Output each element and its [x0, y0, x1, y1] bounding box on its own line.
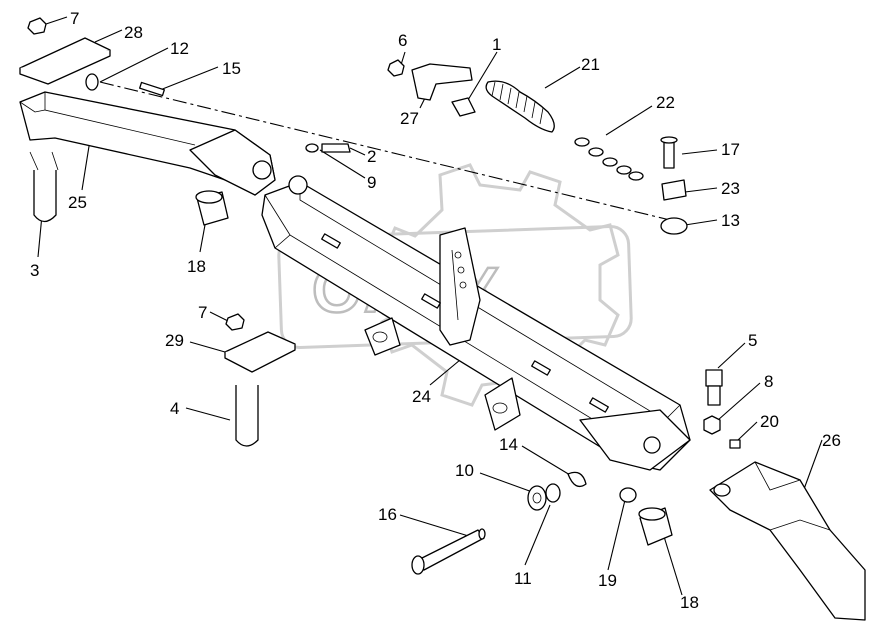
callout-3: 3 — [30, 261, 39, 280]
left-arm — [19, 91, 308, 196]
callout-18-left: 18 — [187, 257, 206, 276]
callout-28: 28 — [124, 23, 143, 42]
callout-8: 8 — [764, 372, 773, 391]
callout-11: 11 — [514, 569, 532, 588]
callout-18-right: 18 — [680, 593, 699, 612]
callout-4: 4 — [170, 399, 179, 418]
callout-14: 14 — [499, 435, 518, 454]
callout-25: 25 — [68, 193, 87, 212]
callout-16: 16 — [378, 505, 397, 524]
callout-5: 5 — [748, 331, 757, 350]
callout-19: 19 — [598, 571, 617, 590]
callout-21: 21 — [581, 55, 600, 74]
callout-labels: 7 28 12 15 6 1 21 27 22 2 9 17 23 13 25 … — [30, 9, 841, 612]
callout-26: 26 — [822, 431, 841, 450]
callout-23: 23 — [721, 179, 740, 198]
callout-2: 2 — [367, 147, 376, 166]
callout-12: 12 — [170, 39, 189, 58]
callout-13: 13 — [721, 211, 740, 230]
callout-15: 15 — [222, 59, 241, 78]
callout-22: 22 — [656, 93, 675, 112]
callout-6: 6 — [398, 31, 407, 50]
callout-9: 9 — [367, 173, 376, 192]
callout-27: 27 — [400, 109, 419, 128]
callout-29: 29 — [165, 331, 184, 350]
callout-7-mid: 7 — [198, 303, 207, 322]
callout-24: 24 — [412, 387, 431, 406]
callout-20: 20 — [760, 412, 779, 431]
main-frame — [261, 181, 691, 471]
right-arm — [709, 461, 866, 621]
callout-17: 17 — [721, 140, 740, 159]
leader-lines — [37, 16, 823, 596]
callout-10: 10 — [455, 461, 474, 480]
callout-1: 1 — [492, 35, 501, 54]
callout-7-top: 7 — [70, 9, 79, 28]
small-parts — [19, 17, 741, 575]
